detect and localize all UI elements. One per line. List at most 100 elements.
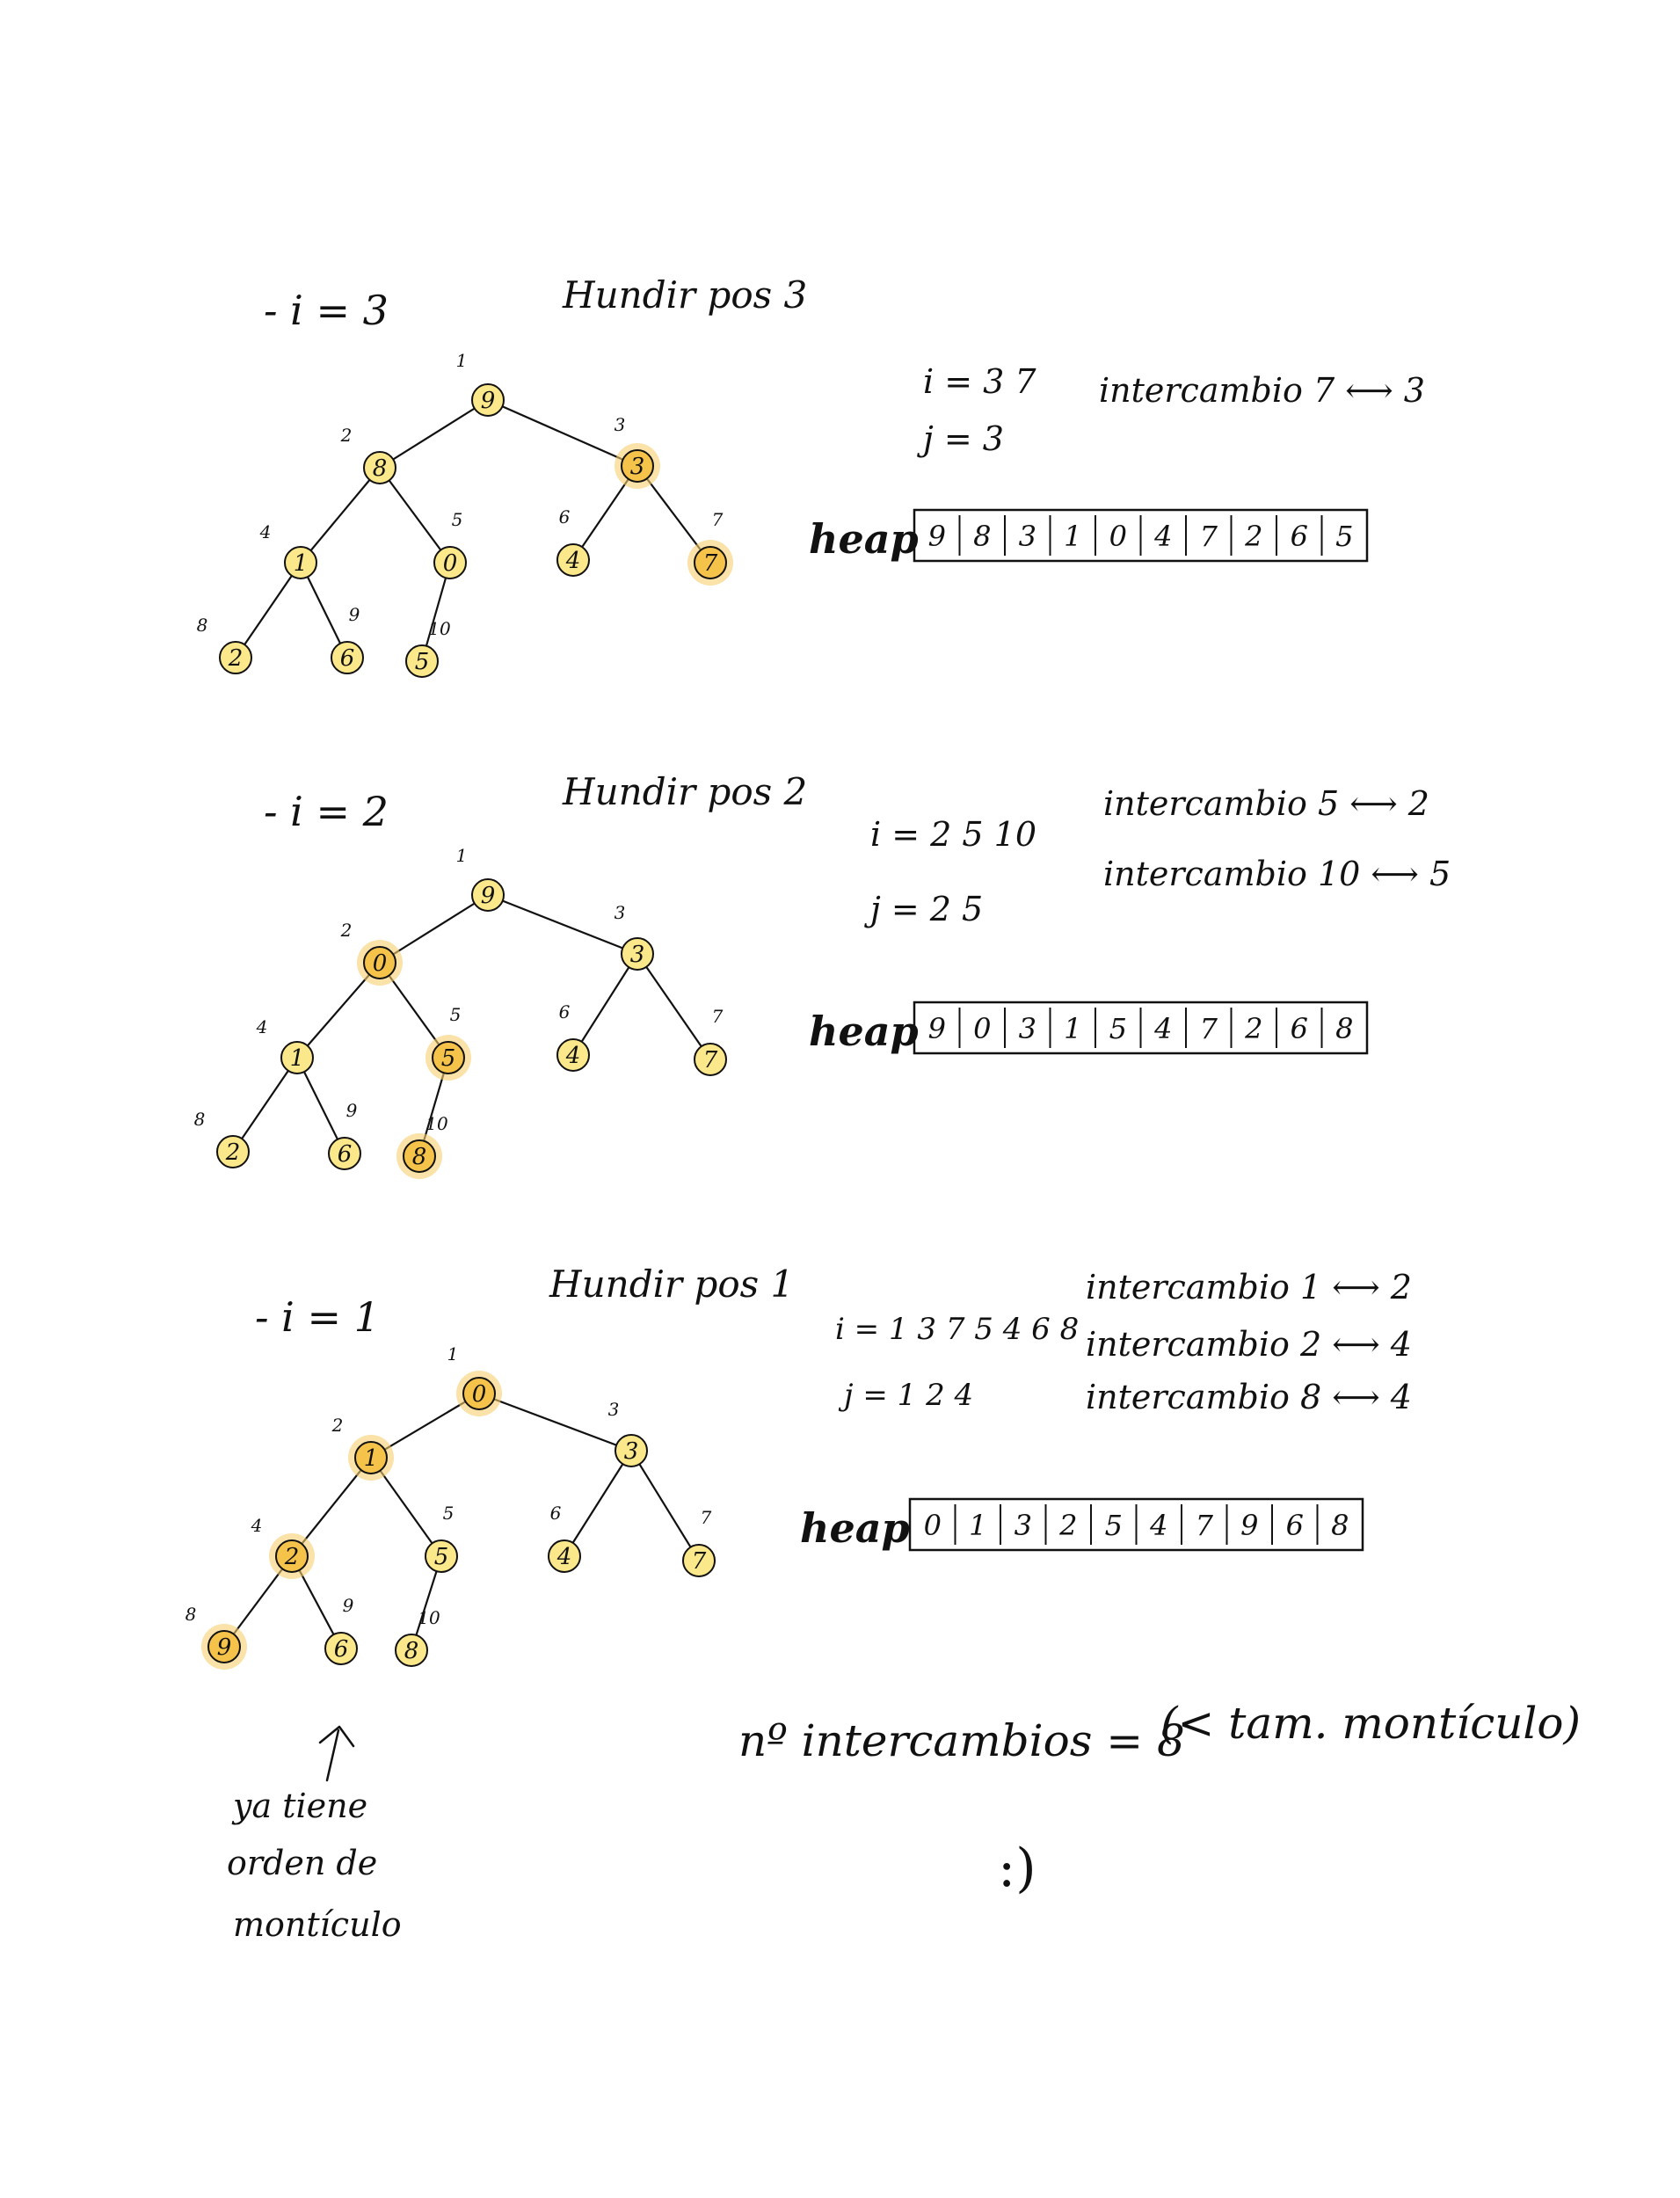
step3-heap-label: heap — [800, 1504, 910, 1552]
heap1-cell-10: 5 — [1335, 520, 1353, 553]
tree2-pos-label-6: 6 — [559, 1001, 571, 1023]
heap2-cell-7: 7 — [1200, 1012, 1218, 1045]
step1-heading: - i = 3 — [264, 287, 389, 334]
tree2-pos-label-8: 8 — [194, 1109, 206, 1130]
tree3-edge-2 — [477, 1392, 633, 1452]
note-line-3: montículo — [233, 1905, 402, 1944]
tree3-node-value-1: 0 — [472, 1381, 487, 1408]
step1-heap-label: heap — [809, 515, 919, 563]
tree3-pos-label-3: 3 — [608, 1399, 620, 1420]
tree2-node-3 — [621, 937, 654, 971]
heap1-cell-4: 1 — [1064, 520, 1081, 553]
tree1-edge-8 — [299, 561, 349, 659]
tree2-edge-6 — [636, 952, 712, 1061]
tree2-pos-label-4: 4 — [256, 1016, 268, 1037]
tree2-node-1 — [471, 878, 505, 912]
step2-title: Hundir pos 2 — [563, 770, 808, 813]
tree2-node-7 — [694, 1043, 727, 1076]
heap3-cell-4: 2 — [1058, 1509, 1077, 1542]
heap3-cell-1: 0 — [924, 1509, 942, 1542]
tree3-pos-label-7: 7 — [701, 1507, 712, 1528]
tree1-node-6 — [556, 543, 590, 577]
step3-var-i: i = 1 3 7 5 4 6 8 — [835, 1312, 1080, 1347]
step1-var-i: i = 3 7 — [923, 362, 1036, 401]
tree1-node-value-5: 0 — [443, 550, 458, 577]
tree3-node-value-2: 1 — [364, 1445, 379, 1472]
tree1-node-1 — [471, 383, 505, 417]
tree3-node-6 — [548, 1539, 581, 1573]
tree1-pos-label-9: 9 — [349, 604, 360, 625]
step2-swap-2: intercambio 10 ⟷ 5 — [1103, 855, 1451, 893]
heap1-cell-5: 0 — [1109, 520, 1127, 553]
tree1-pos-label-6: 6 — [559, 506, 571, 528]
heap1-cell-3: 3 — [1019, 520, 1036, 553]
tree1-pos-label-10: 10 — [428, 618, 451, 639]
tree2-node-value-8: 2 — [225, 1139, 241, 1166]
tree2-node-value-3: 3 — [630, 942, 645, 968]
step3-title: Hundir pos 1 — [549, 1263, 795, 1306]
smiley: :) — [998, 1838, 1036, 1899]
heap2-cell-10: 8 — [1335, 1012, 1353, 1045]
step3-heading: - i = 1 — [255, 1293, 380, 1341]
step2-heading: - i = 2 — [264, 788, 389, 835]
tree1-node-3 — [621, 449, 654, 483]
heap2-cell-6: 4 — [1153, 1012, 1172, 1045]
tree1-pos-label-3: 3 — [615, 414, 626, 435]
tree2-node-value-4: 1 — [290, 1045, 305, 1072]
tree3-node-10 — [395, 1634, 428, 1667]
tree1-node-2 — [363, 451, 396, 484]
tree3-node-9 — [324, 1632, 358, 1665]
heap2-cell-3: 3 — [1019, 1012, 1036, 1045]
heap2-cell-2: 0 — [973, 1012, 991, 1045]
tree3-pos-label-2: 2 — [331, 1415, 344, 1436]
tree1-node-9 — [331, 641, 364, 674]
heap2-cell-4: 1 — [1064, 1012, 1081, 1045]
tree1-node-10 — [405, 644, 439, 678]
tree2-node-10 — [403, 1139, 436, 1173]
tree2-pos-label-7: 7 — [712, 1006, 724, 1027]
tree2-node-value-10: 8 — [412, 1144, 427, 1170]
tree2-pos-label-1: 1 — [456, 845, 468, 866]
tree3-pos-label-6: 6 — [550, 1503, 562, 1524]
heap3-cell-10: 8 — [1331, 1509, 1349, 1542]
tree2-pos-label-2: 2 — [340, 920, 353, 941]
tree3-node-2 — [354, 1441, 388, 1474]
step3-var-j: j = 1 2 4 — [844, 1378, 974, 1413]
tree1-node-value-6: 4 — [565, 548, 581, 574]
tree2-node-value-2: 0 — [373, 950, 388, 977]
heap1-cell-9: 6 — [1291, 520, 1308, 553]
tree3-pos-label-4: 4 — [251, 1515, 263, 1536]
tree3-pos-label-10: 10 — [418, 1607, 440, 1628]
tree1-pos-label-7: 7 — [712, 509, 724, 530]
step3-swap-2: intercambio 2 ⟷ 4 — [1086, 1325, 1412, 1364]
tree2-node-value-9: 6 — [338, 1141, 353, 1168]
tree1-node-5 — [433, 546, 467, 579]
heap1-cell-8: 2 — [1244, 520, 1262, 553]
tree1-pos-label-2: 2 — [340, 425, 353, 446]
tree2-pos-label-3: 3 — [615, 902, 626, 923]
tree1-node-value-10: 5 — [415, 649, 430, 675]
tree1-node-7 — [694, 546, 727, 579]
tree1-pos-label-1: 1 — [456, 350, 468, 371]
tree2-pos-label-9: 9 — [346, 1100, 358, 1121]
tree3-node-1 — [462, 1377, 496, 1410]
heap3-cell-3: 3 — [1015, 1509, 1032, 1542]
tree1-edge-7 — [234, 561, 302, 659]
heap2-box — [913, 1001, 1369, 1055]
tree1-node-4 — [284, 546, 317, 579]
heap1-cell-6: 4 — [1153, 520, 1172, 553]
heap1-cell-1: 9 — [928, 520, 946, 553]
tree2-node-8 — [216, 1135, 250, 1168]
step3-swap-1: intercambio 1 ⟷ 2 — [1086, 1268, 1412, 1306]
tree1-edge-4 — [378, 466, 452, 564]
heap2-cell-8: 2 — [1244, 1012, 1262, 1045]
step1-title: Hundir pos 3 — [563, 273, 808, 317]
tree2-edge-2 — [486, 893, 639, 956]
tree3-node-8 — [207, 1630, 241, 1663]
tree3-node-value-5: 5 — [434, 1544, 449, 1570]
tree2-node-5 — [432, 1041, 465, 1074]
heap3-box — [908, 1497, 1364, 1552]
note-line-2: orden de — [227, 1844, 378, 1882]
tree2-node-value-1: 9 — [481, 883, 496, 909]
